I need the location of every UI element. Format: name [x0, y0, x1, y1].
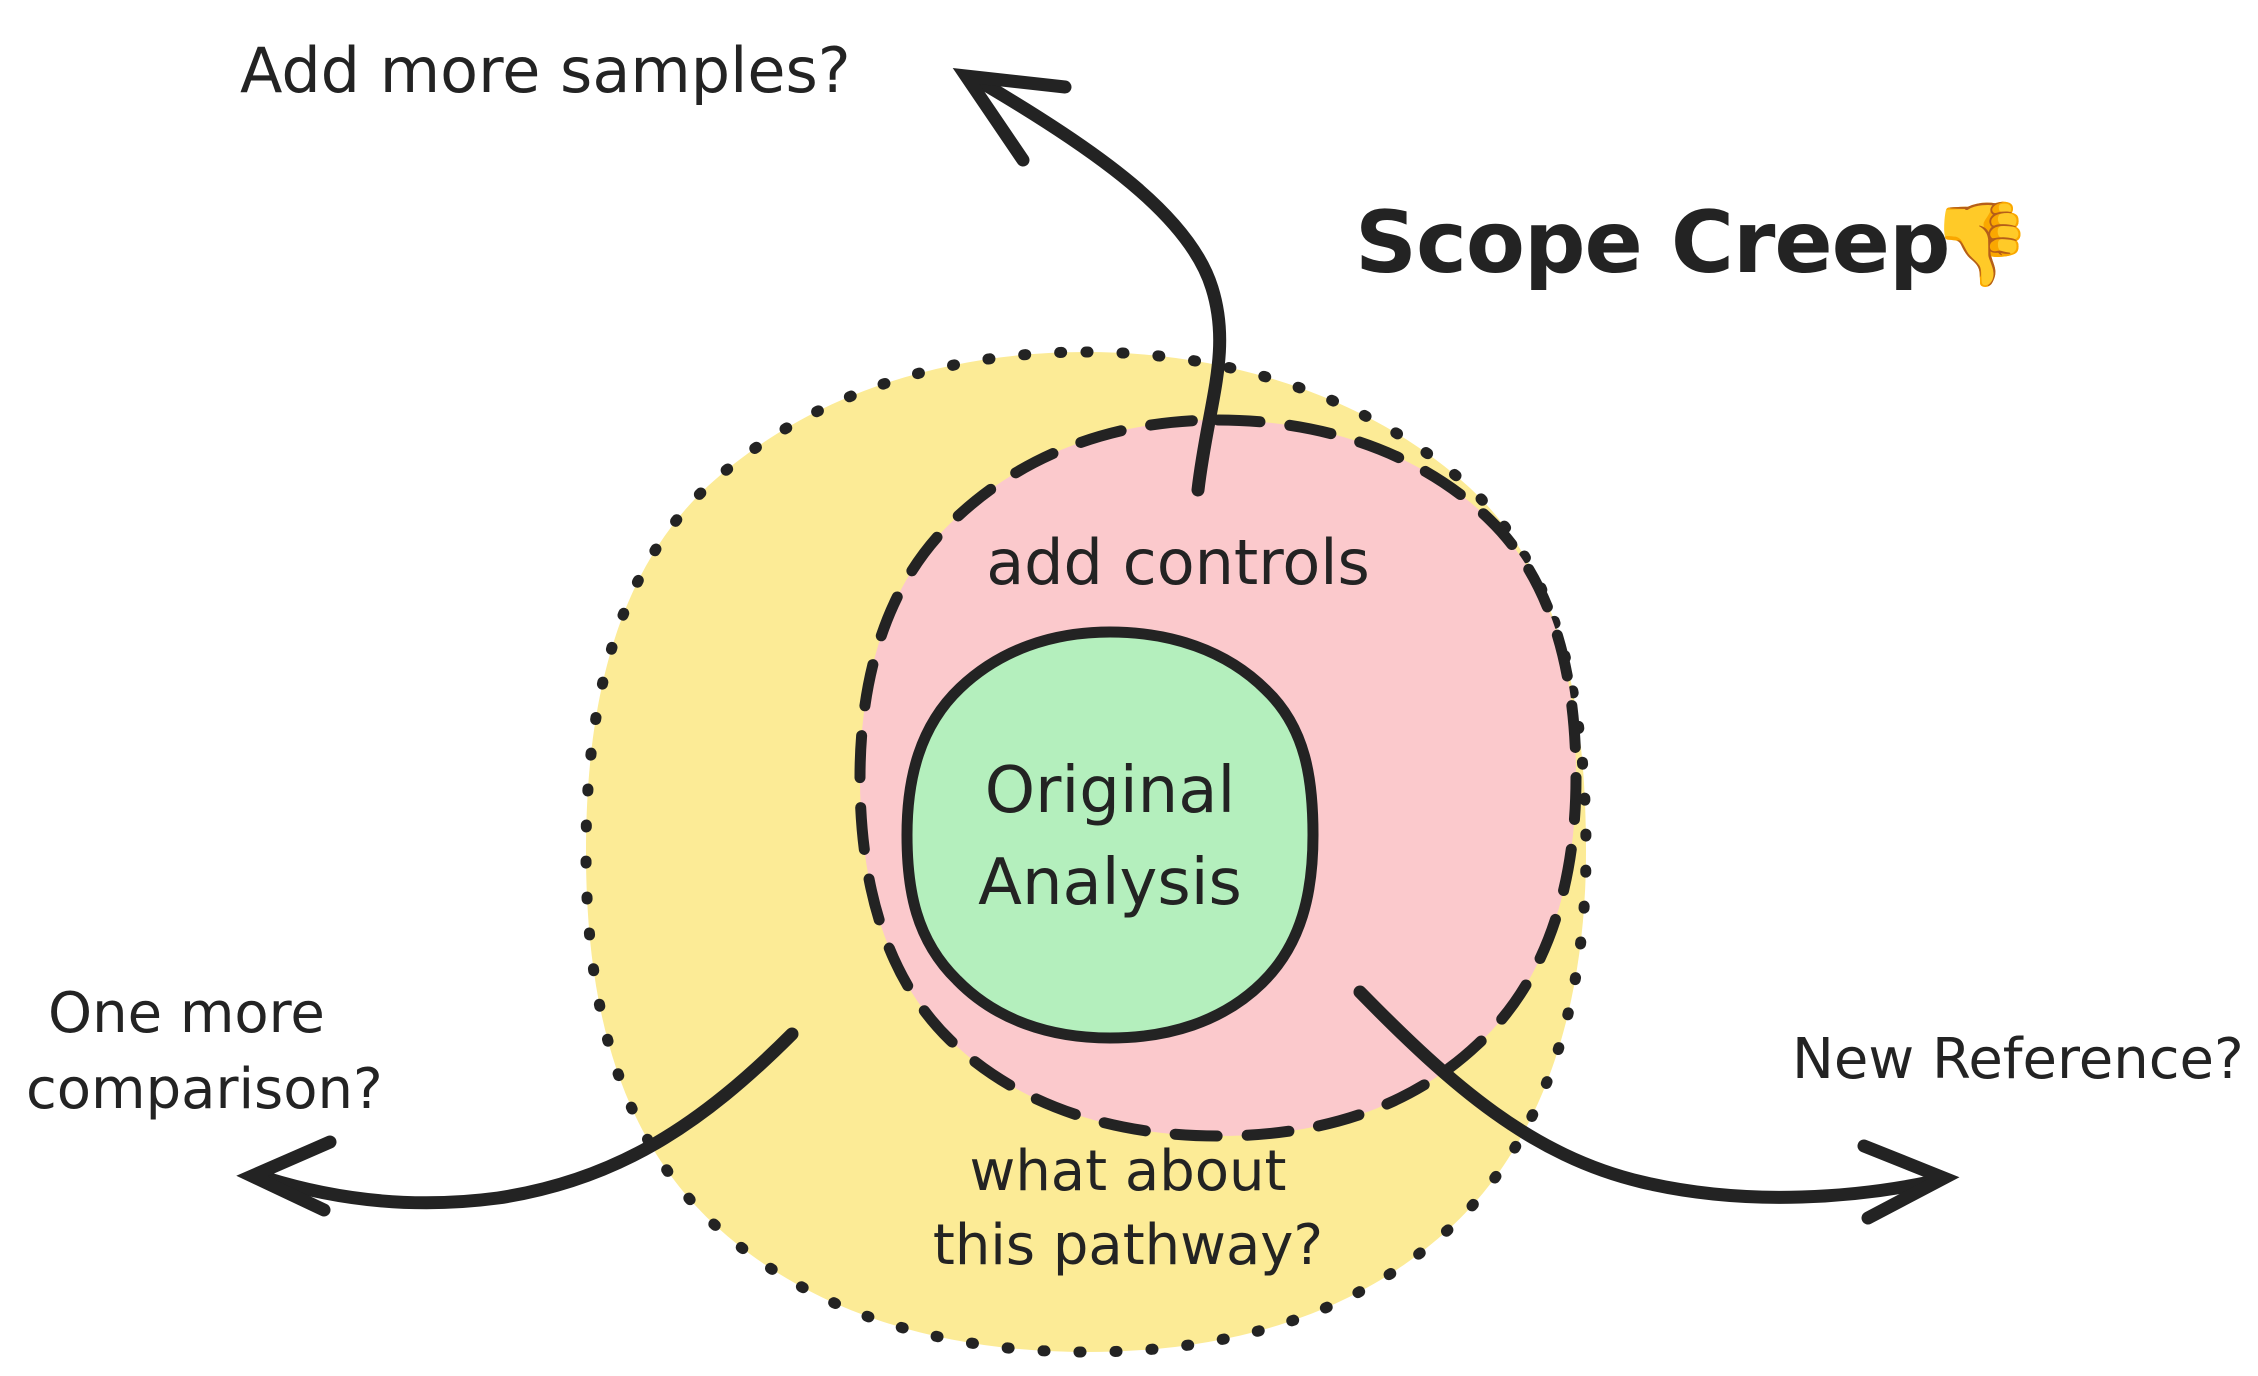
annotation-one-more-comparison-line2: comparison?: [26, 1057, 383, 1122]
arrow-to-add-more-samples[interactable]: [952, 67, 1227, 497]
annotation-one-more-comparison-line1: One more: [48, 981, 325, 1046]
arrowhead: [1857, 1139, 1960, 1225]
arrowhead: [236, 1135, 337, 1217]
thumbs-down-emoji: 👎: [1930, 197, 2032, 292]
arrow-shaft: [1353, 985, 1937, 1204]
arrow-shaft: [259, 1027, 799, 1210]
middle-circle-label: add controls: [986, 526, 1370, 599]
page-title: Scope Creep 👎: [1355, 193, 2032, 293]
venn-circles-group: [580, 346, 1592, 1358]
arrow-shaft: [977, 77, 1227, 497]
annotation-one-more-comparison: One more comparison?: [26, 981, 383, 1122]
annotation-add-more-samples: Add more samples?: [240, 34, 851, 107]
inner-circle-label-line2: Analysis: [978, 846, 1242, 920]
annotation-new-reference: New Reference?: [1792, 1027, 2244, 1092]
outer-circle-label: what about this pathway?: [933, 1139, 1323, 1278]
inner-circle-label: Original Analysis: [978, 754, 1242, 920]
arrow-to-one-more-comparison[interactable]: [236, 1027, 799, 1217]
arrowhead: [952, 67, 1072, 167]
inner-circle-shape: [901, 626, 1319, 1044]
inner-circle-label-line1: Original: [985, 754, 1235, 828]
annotation-arrows-group: [236, 67, 1960, 1225]
outer-circle-label-line2: this pathway?: [933, 1213, 1323, 1278]
inner-circle-green[interactable]: [901, 626, 1319, 1044]
page-title-text: Scope Creep: [1355, 193, 1950, 293]
arrow-to-new-reference[interactable]: [1353, 985, 1960, 1225]
outer-circle-label-line1: what about: [970, 1139, 1287, 1204]
